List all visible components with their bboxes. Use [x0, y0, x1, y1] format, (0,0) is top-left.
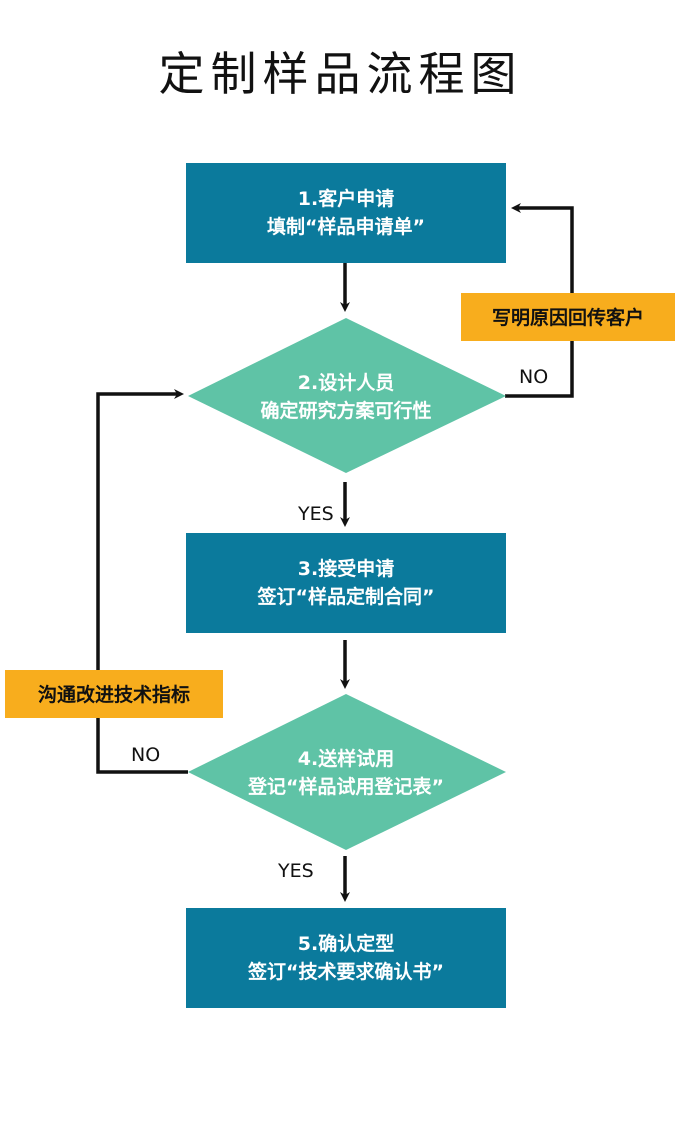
step-4-subtitle: 登记“样品试用登记表” [247, 775, 444, 798]
step-5-shape [186, 908, 506, 1008]
improve-note-text: 沟通改进技术指标 [38, 683, 190, 706]
step-3-shape [186, 533, 506, 633]
step-1-box: 1.客户申请 填制“样品申请单” [186, 163, 506, 263]
step-5-box: 5.确认定型 签订“技术要求确认书” [186, 908, 506, 1008]
step-4-shape [188, 694, 506, 850]
step-1-subtitle: 填制“样品申请单” [267, 215, 425, 238]
step-5-title: 5.确认定型 [298, 932, 394, 955]
branch-label-no-2: NO [131, 744, 160, 766]
connectors [96, 203, 574, 902]
step-5-subtitle: 签订“技术要求确认书” [247, 960, 444, 983]
reject-note-text: 写明原因回传客户 [492, 306, 644, 329]
step-1-shape [186, 163, 506, 263]
step-3-box: 3.接受申请 签订“样品定制合同” [186, 533, 506, 633]
step-2-title: 2.设计人员 [298, 372, 394, 394]
step-3-subtitle: 签订“样品定制合同” [257, 585, 435, 608]
arrow-no-loop-left [96, 389, 188, 774]
step-4-title: 4.送样试用 [298, 747, 394, 770]
step-2-diamond: 2.设计人员 确定研究方案可行性 [188, 318, 506, 473]
step-2-shape [188, 318, 506, 473]
reject-note-box: 写明原因回传客户 [461, 293, 675, 341]
step-3-title: 3.接受申请 [298, 557, 394, 580]
improve-note-box: 沟通改进技术指标 [5, 670, 223, 718]
branch-label-yes-1: YES [297, 503, 334, 525]
step-2-subtitle: 确定研究方案可行性 [260, 399, 431, 422]
improve-note-shape [5, 670, 223, 718]
reject-note-shape [461, 293, 675, 341]
branch-label-yes-2: YES [277, 860, 314, 882]
branch-label-no-1: NO [519, 366, 548, 388]
step-4-diamond: 4.送样试用 登记“样品试用登记表” [188, 694, 506, 850]
step-1-title: 1.客户申请 [298, 187, 394, 210]
page-title: 定制样品流程图 [158, 47, 523, 101]
